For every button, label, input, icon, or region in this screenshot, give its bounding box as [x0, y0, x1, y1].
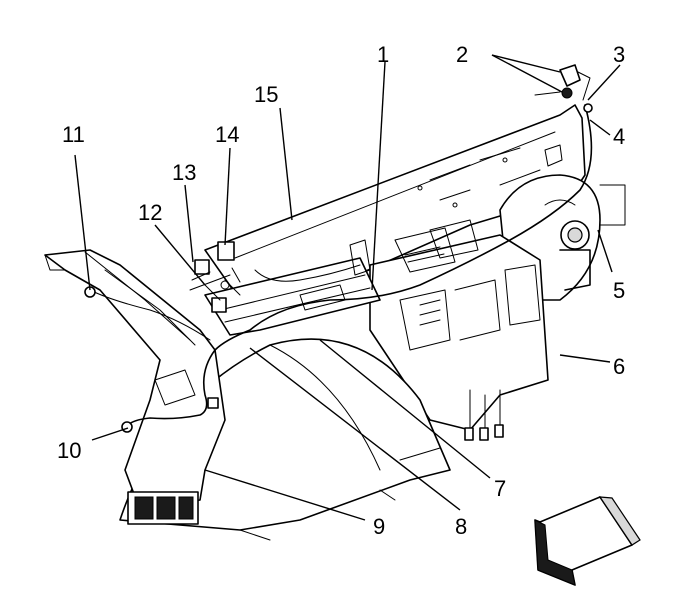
callout-15: 15	[254, 82, 278, 107]
wiring-harness	[84, 104, 593, 433]
callout-2: 2	[456, 42, 468, 67]
callout-13: 13	[172, 160, 196, 185]
callout-8: 8	[455, 514, 467, 539]
callout-labels: 1 2 3 4 5 6 7 8 9 10 11 12 13 14 15	[57, 42, 625, 539]
callout-1: 1	[377, 42, 389, 67]
left-air-duct	[44, 249, 226, 525]
callout-7: 7	[494, 476, 506, 501]
callout-5: 5	[613, 278, 625, 303]
hvac-case	[369, 219, 549, 441]
callout-10: 10	[57, 438, 81, 463]
callout-11: 11	[62, 122, 85, 147]
callout-12: 12	[138, 200, 162, 225]
ip-support-bracket	[204, 239, 381, 336]
callout-3: 3	[613, 42, 625, 67]
connector-group	[189, 241, 241, 301]
upper-fasteners	[534, 64, 593, 113]
front-direction-arrow-icon	[534, 496, 641, 586]
callout-9: 9	[373, 514, 385, 539]
callout-6: 6	[613, 354, 625, 379]
leader-lines	[74, 54, 621, 521]
callout-4: 4	[613, 124, 625, 149]
callout-14: 14	[215, 122, 239, 147]
